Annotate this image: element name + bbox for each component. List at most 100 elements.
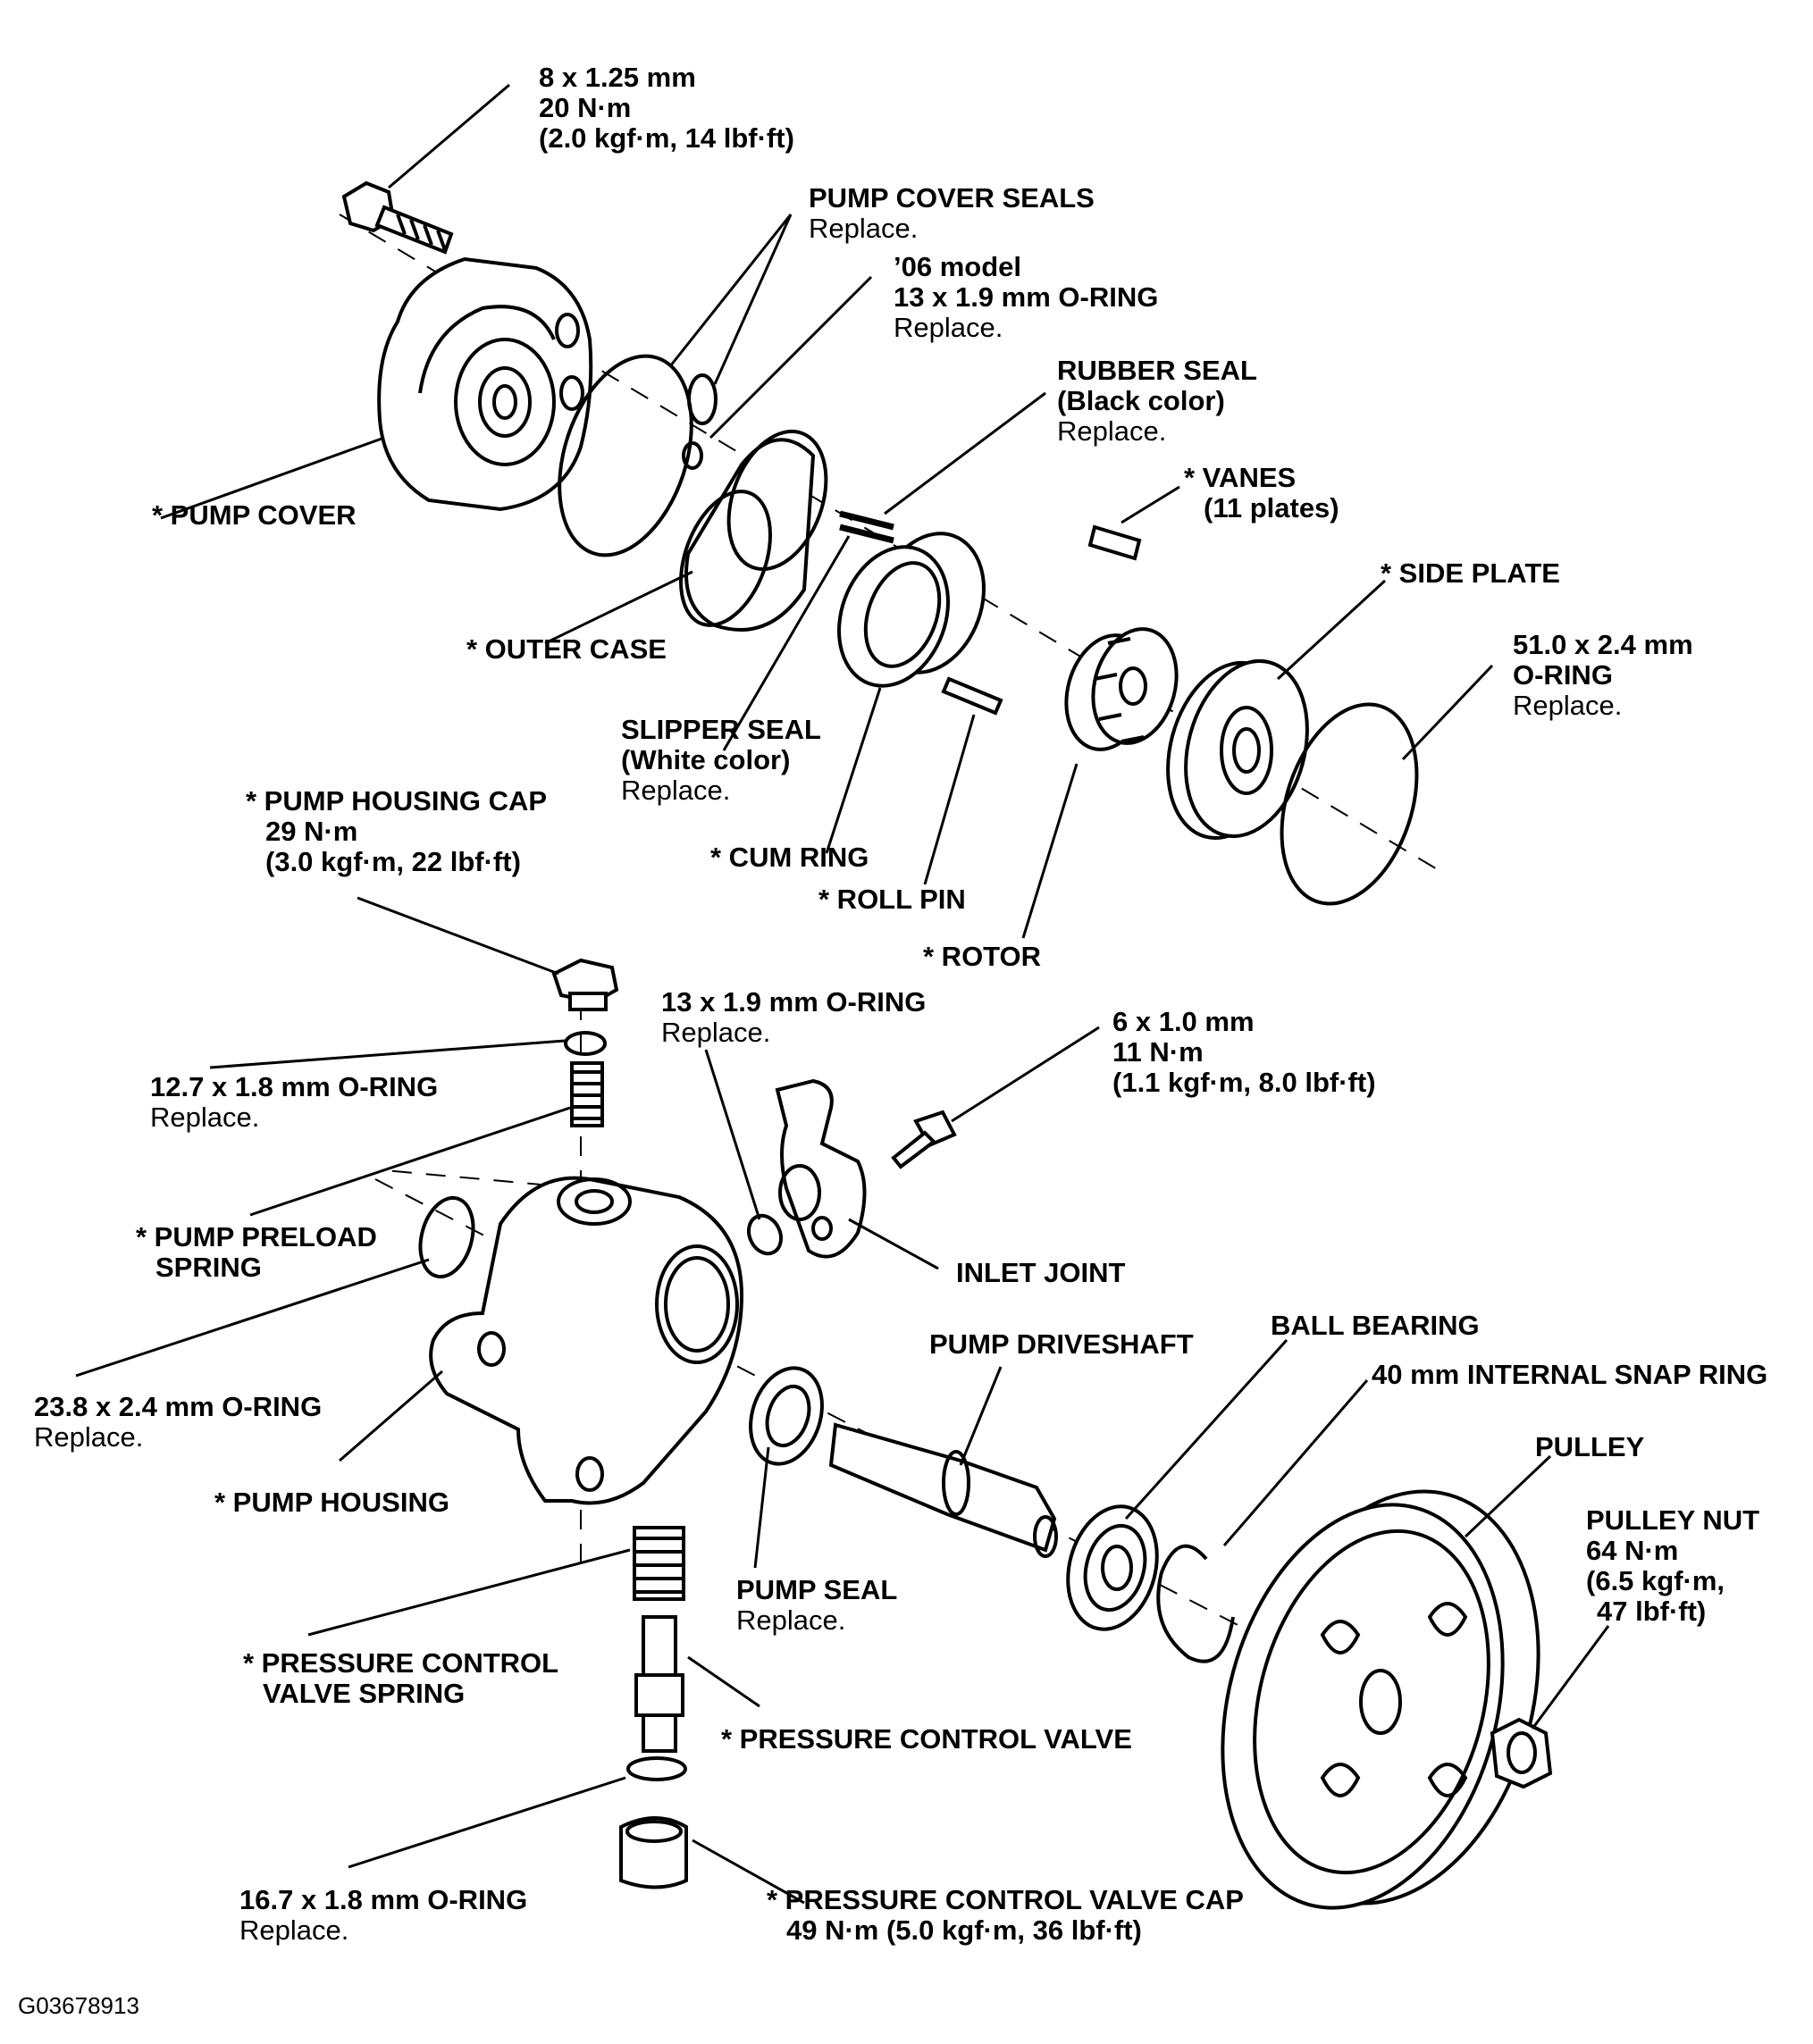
vane-plate [1087,524,1142,561]
label-pcv-spring: * PRESSURE CONTROL VALVE SPRING [243,1648,558,1709]
label-oring-06-model-note: Replace. [894,312,1003,343]
label-oring-06-model: ’06 model 13 x 1.9 mm O-RING Replace. [894,252,1158,343]
label-pump-housing-name: * PUMP HOUSING [214,1487,449,1518]
side-plate [1166,658,1309,841]
label-bolt-8x125-torque: 20 N·m [539,92,632,123]
label-snap-ring: 40 mm INTERNAL SNAP RING [1372,1360,1767,1390]
label-pump-preload-spring-line2: SPRING [155,1252,262,1283]
label-slipper-seal: SLIPPER SEAL (White color) Replace. [621,715,821,806]
label-oring-51: 51.0 x 2.4 mm O-RING Replace. [1513,630,1693,721]
label-oring-16-7-note: Replace. [239,1914,349,1946]
label-pump-housing-cap-torque-alt: (3.0 kgf·m, 22 lbf·ft) [265,846,521,877]
label-pump-cover-seals-name: PUMP COVER SEALS [809,182,1095,214]
label-bolt-8x125-torque-alt: (2.0 kgf·m, 14 lbf·ft) [539,122,794,154]
label-pcv-spring-line2: VALVE SPRING [263,1678,466,1709]
label-rotor: * ROTOR [923,942,1041,972]
label-pump-seal: PUMP SEAL Replace. [736,1575,897,1636]
pulley [1221,1489,1540,1910]
label-pump-cover-name: * PUMP COVER [152,499,357,531]
label-pcv-spring-line1: * PRESSURE CONTROL [243,1647,559,1679]
rotor [1064,627,1179,751]
label-bolt-6x10: 6 x 1.0 mm 11 N·m (1.1 kgf·m, 8.0 lbf·ft… [1112,1007,1376,1098]
label-slipper-seal-color: (White color) [621,744,791,775]
label-oring-23-8-note: Replace. [34,1421,144,1453]
pulley-nut [1490,1717,1553,1789]
label-pulley-nut-name: PULLEY NUT [1586,1504,1760,1536]
outer-case [679,429,828,632]
oring-23-8 [418,1195,475,1279]
label-roll-pin: * ROLL PIN [818,884,966,915]
label-slipper-seal-note: Replace. [621,775,731,806]
figure-code: G03678913 [18,1992,139,2019]
label-rubber-seal-color: (Black color) [1057,385,1225,416]
label-outer-case: * OUTER CASE [466,634,667,665]
label-pump-preload-spring-line1: * PUMP PRELOAD [136,1221,377,1252]
label-pulley-nut-torque-kgf: (6.5 kgf·m, [1586,1565,1725,1596]
pump-housing-cap [551,958,619,1011]
label-pcv-name: * PRESSURE CONTROL VALVE [721,1723,1132,1755]
label-vanes-count: (11 plates) [1204,492,1339,524]
label-bolt-6x10-torque: 11 N·m [1112,1036,1204,1068]
label-pulley: PULLEY [1535,1432,1644,1462]
label-ball-bearing-name: BALL BEARING [1271,1310,1480,1341]
label-rubber-seal-name: RUBBER SEAL [1057,355,1257,386]
label-pump-cover-seals-note: Replace. [809,213,919,244]
label-oring-13-housing-size: 13 x 1.9 mm O-RING [661,986,927,1018]
label-oring-06-model-size: 13 x 1.9 mm O-RING [894,281,1159,313]
label-rotor-name: * ROTOR [923,941,1042,972]
label-oring-16-7-size: 16.7 x 1.8 mm O-RING [239,1884,528,1915]
pump-cover-seal-large [558,354,693,557]
pump-cover [377,256,593,512]
label-ball-bearing: BALL BEARING [1271,1311,1480,1341]
label-pump-preload-spring: * PUMP PRELOAD SPRING [136,1222,377,1283]
label-pulley-nut-torque: 64 N·m [1586,1535,1679,1566]
label-snap-ring-name: 40 mm INTERNAL SNAP RING [1372,1359,1768,1390]
label-bolt-8x125-size: 8 x 1.25 mm [539,62,696,93]
oring-12-7 [564,1031,607,1056]
label-pump-seal-name: PUMP SEAL [736,1574,898,1605]
snap-ring [1156,1544,1235,1663]
mounting-bolt-8x125 [341,180,454,255]
oring-16-7 [626,1756,687,1781]
ball-bearing [1066,1504,1159,1631]
rubber-slipper-seals [839,510,894,544]
pressure-control-valve-spring [633,1526,685,1601]
oring-13-housing [747,1213,783,1256]
label-pump-housing-cap-torque: 29 N·m [265,816,358,847]
pump-seal [749,1366,824,1466]
cam-ring [837,532,986,688]
label-pulley-nut: PULLEY NUT 64 N·m (6.5 kgf·m, 47 lbf·ft) [1586,1505,1759,1627]
label-oring-16-7: 16.7 x 1.8 mm O-RING Replace. [239,1885,527,1946]
label-roll-pin-name: * ROLL PIN [818,884,966,915]
label-inlet-joint-name: INLET JOINT [956,1257,1126,1288]
label-pump-driveshaft: PUMP DRIVESHAFT [929,1329,1194,1360]
label-oring-12-7-size: 12.7 x 1.8 mm O-RING [150,1071,439,1102]
label-pulley-name: PULLEY [1535,1431,1645,1462]
label-rubber-seal: RUBBER SEAL (Black color) Replace. [1057,356,1257,447]
label-pcv-cap-name: * PRESSURE CONTROL VALVE CAP [767,1884,1244,1915]
roll-pin [941,676,1003,716]
label-oring-51-size: 51.0 x 2.4 mm [1513,629,1693,660]
label-oring-12-7-note: Replace. [150,1102,260,1133]
label-pump-housing: * PUMP HOUSING [214,1487,449,1518]
label-oring-23-8: 23.8 x 2.4 mm O-RING Replace. [34,1392,322,1453]
oring-06-model [682,441,703,470]
label-cum-ring: * CUM RING [710,842,869,873]
label-side-plate-name: * SIDE PLATE [1381,557,1560,589]
label-vanes: * VANES (11 plates) [1184,463,1339,524]
pressure-control-valve-cap [619,1816,688,1889]
label-pump-seal-note: Replace. [736,1604,846,1636]
label-pump-cover: * PUMP COVER [152,500,357,531]
mounting-bolt-6x10 [891,1110,957,1169]
label-oring-06-model-year: ’06 model [894,251,1021,282]
label-pump-housing-cap: * PUMP HOUSING CAP 29 N·m (3.0 kgf·m, 22… [246,786,547,877]
label-inlet-joint: INLET JOINT [956,1258,1125,1288]
label-slipper-seal-name: SLIPPER SEAL [621,714,821,745]
label-pcv-cap-torque: 49 N·m (5.0 kgf·m, 36 lbf·ft) [786,1914,1142,1946]
pump-driveshaft [828,1422,1058,1558]
pump-cover-seal-small [687,373,718,425]
pressure-control-valve [634,1615,684,1753]
label-cum-ring-name: * CUM RING [710,842,869,873]
pump-preload-spring [570,1061,604,1127]
